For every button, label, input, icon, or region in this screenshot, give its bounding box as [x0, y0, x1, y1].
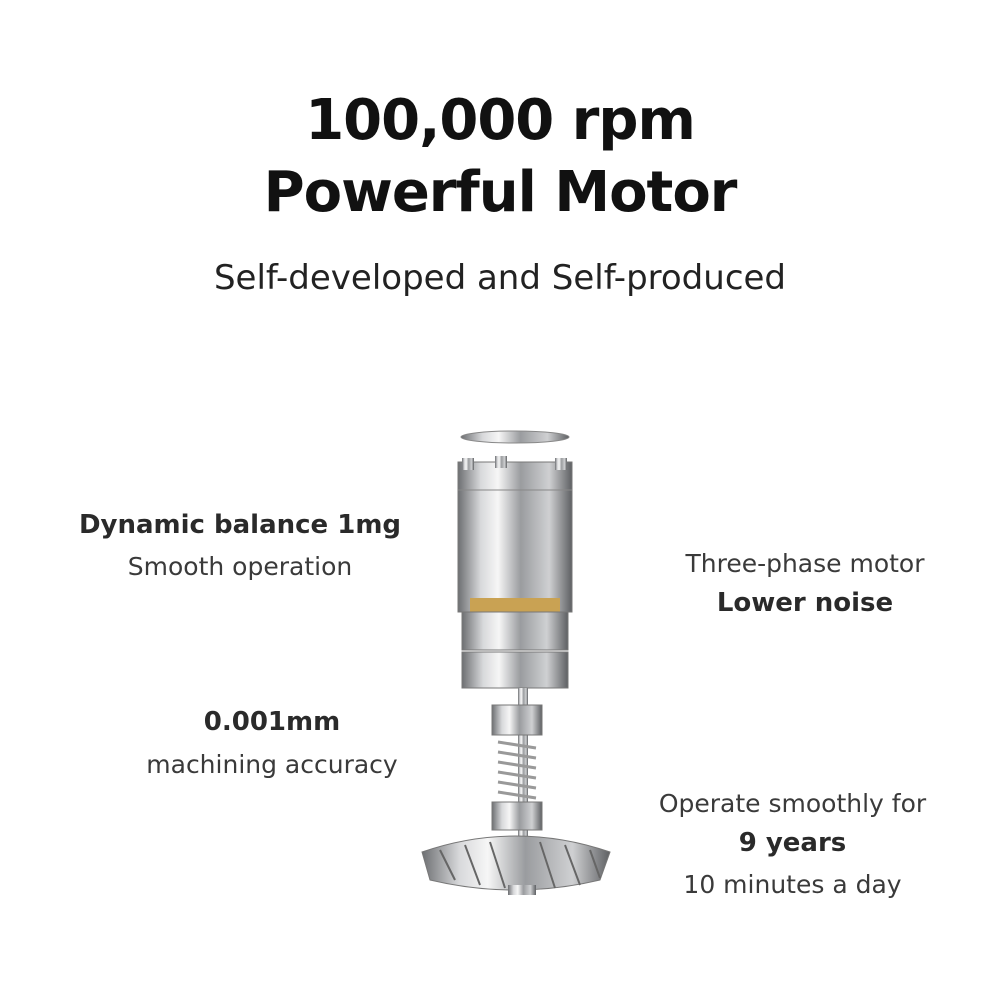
lifetime-title: 9 years [738, 828, 847, 858]
accuracy-text: machining accuracy [146, 750, 398, 779]
balance-title: Dynamic balance 1mg [78, 510, 402, 540]
top-disc [460, 430, 570, 444]
shaft [491, 688, 543, 843]
lifetime-text-2: 10 minutes a day [683, 870, 902, 899]
motor-housing [457, 456, 573, 689]
impeller [421, 835, 611, 895]
accuracy-title: 0.001mm [203, 707, 341, 737]
motor-title: Lower noise [716, 588, 894, 618]
title-line-2: Powerful Motor [263, 160, 738, 225]
lifetime-text-1: Operate smoothly for [658, 789, 927, 818]
title-line-1: 100,000 rpm [305, 88, 696, 153]
balance-text: Smooth operation [127, 552, 353, 581]
subtitle: Self-developed and Self-produced [213, 258, 787, 298]
motor-text: Three-phase motor [685, 549, 925, 578]
